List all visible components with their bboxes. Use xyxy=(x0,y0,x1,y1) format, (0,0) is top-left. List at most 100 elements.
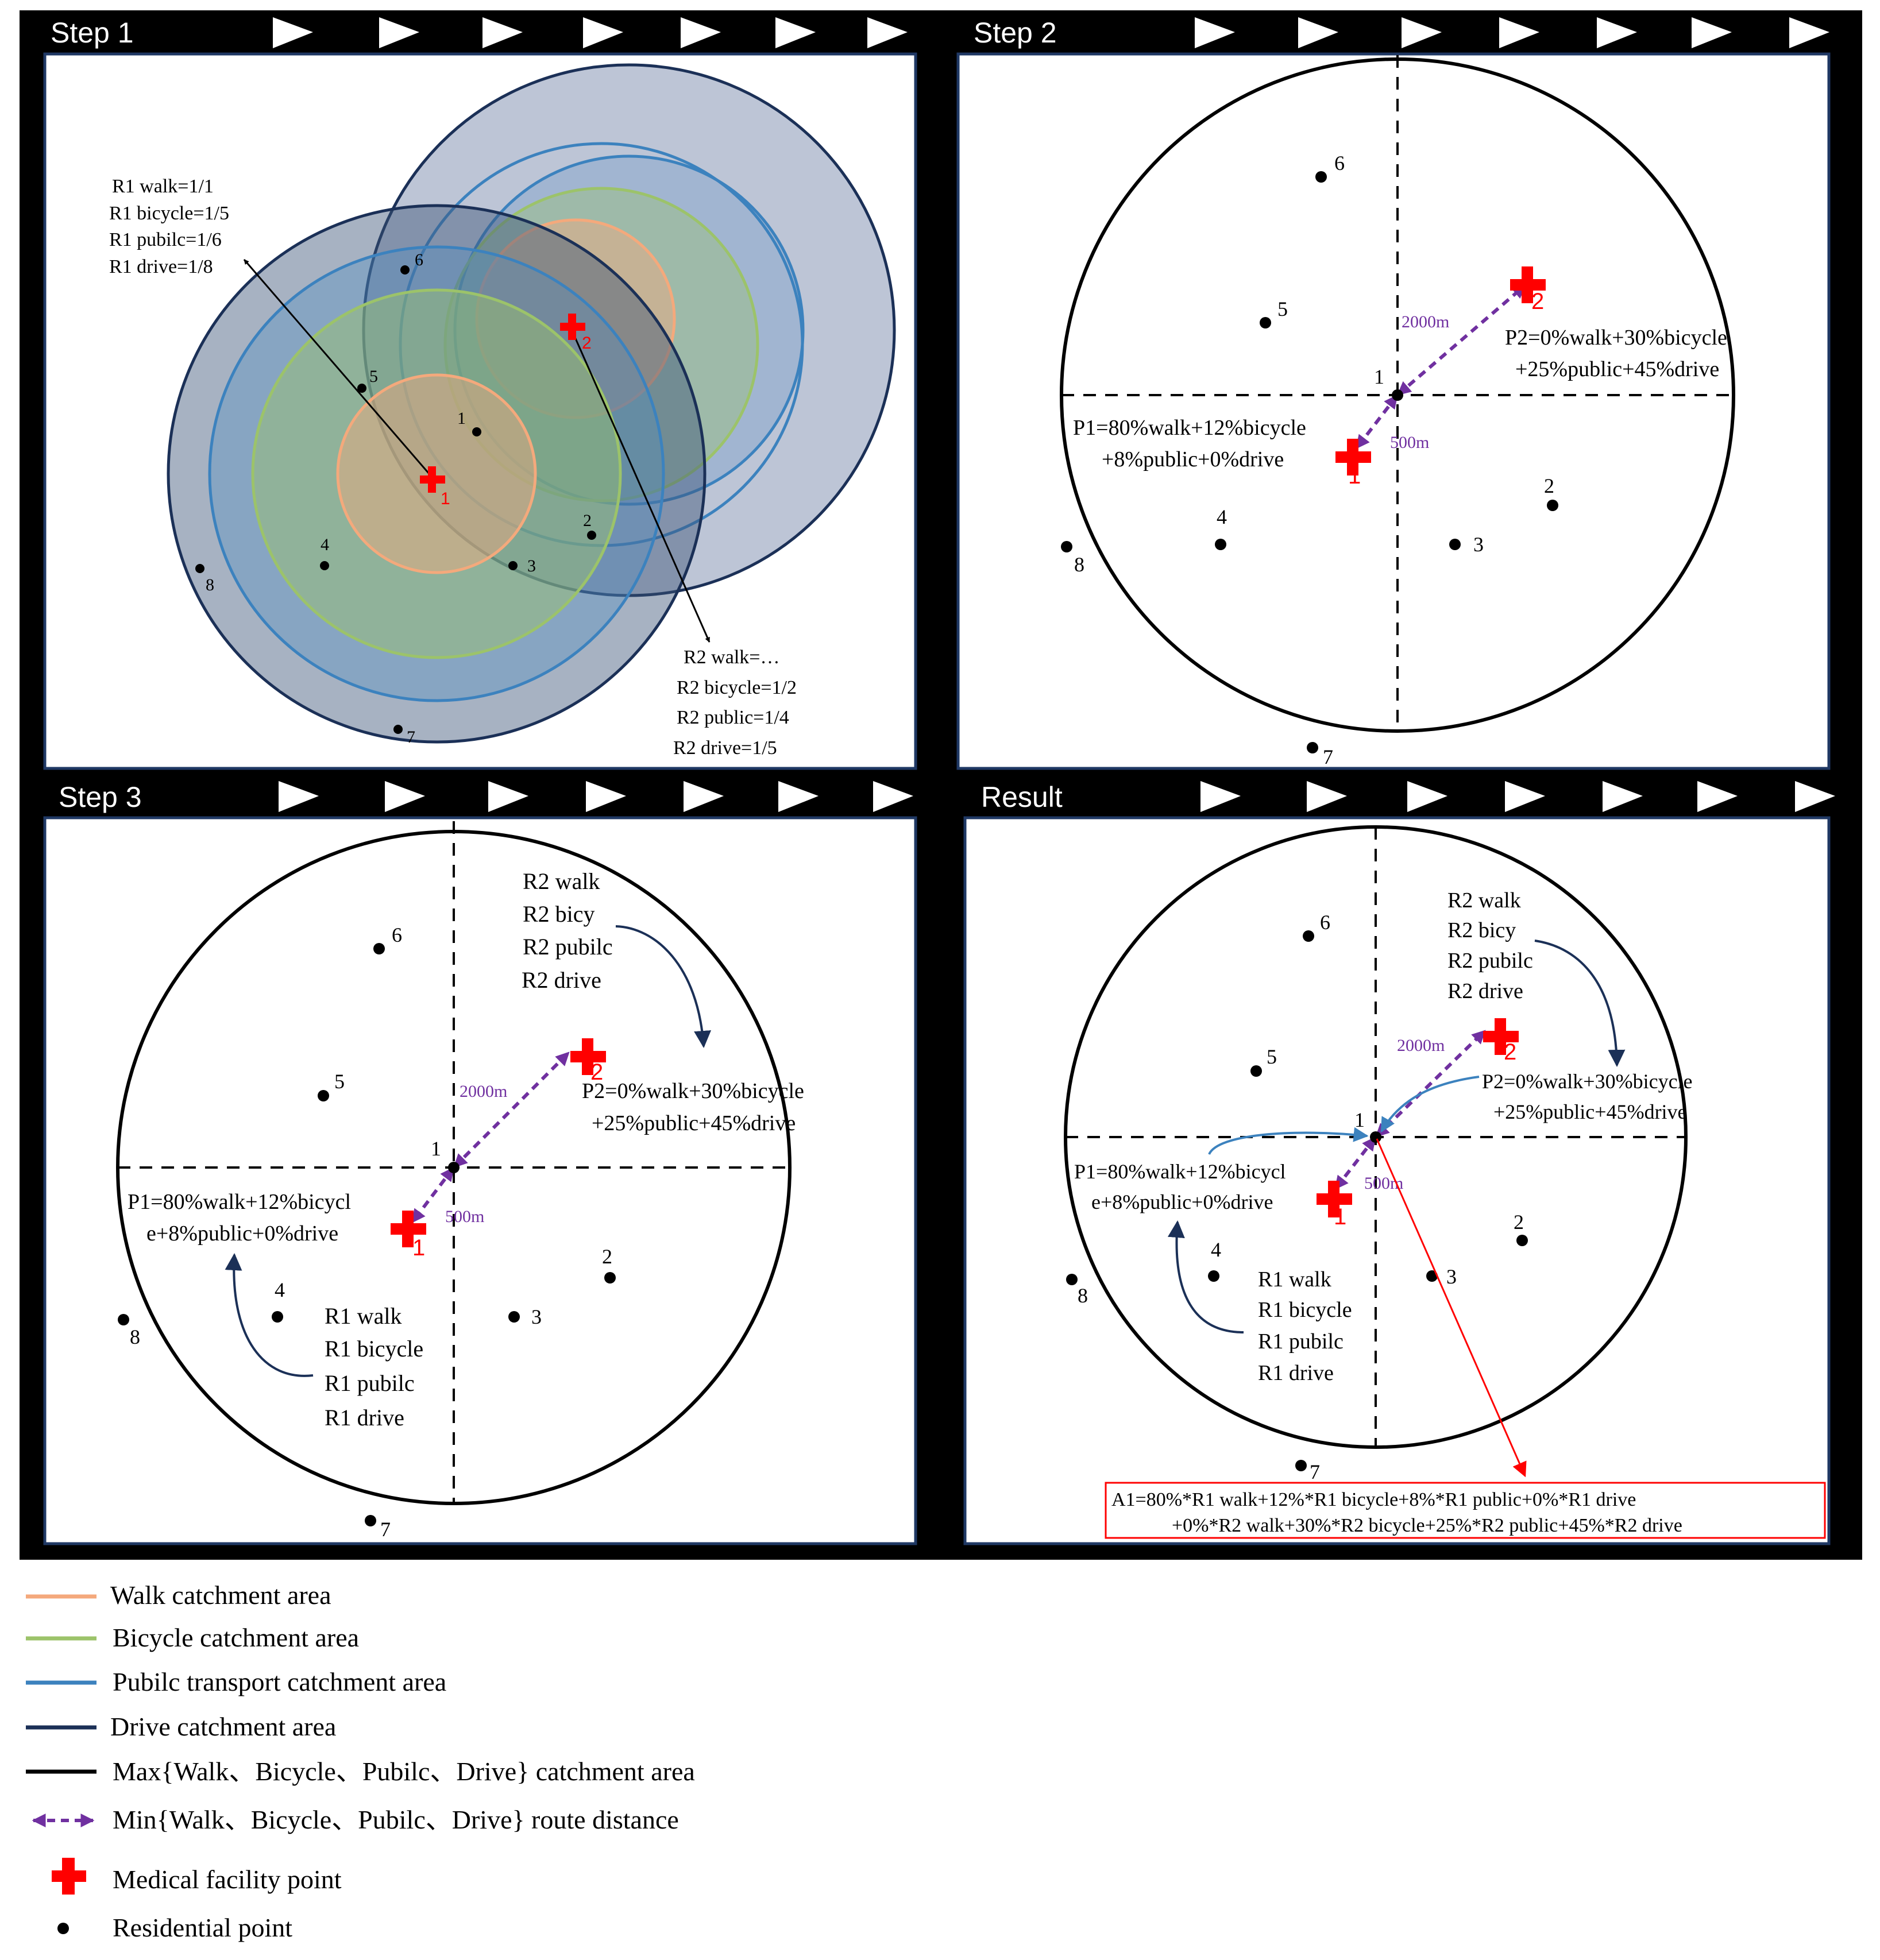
residential-point xyxy=(373,943,385,954)
point-label: 6 xyxy=(392,923,402,946)
r1-resource-ratios: R1 walk=1/1 R1 bicycle=1/5 R1 pubilc=1/6… xyxy=(109,176,229,277)
r2-item: R2 bicy xyxy=(1447,918,1516,942)
residential-point xyxy=(508,1311,520,1323)
residential-points: 1 2 3 4 5 6 7 8 xyxy=(118,923,616,1541)
legend-label: Max{Walk、Bicycle、Pubilc、Drive} catchment… xyxy=(113,1757,695,1786)
point-label: 5 xyxy=(334,1070,345,1093)
play-arrow-icon xyxy=(1597,17,1637,48)
p2-proportion: P2=0%walk+30%bicycle +25%public+45%drive xyxy=(1505,326,1727,381)
residential-point xyxy=(1392,389,1403,401)
residential-points: 1 2 3 4 5 6 7 8 xyxy=(1061,152,1558,768)
r2-drive-ratio: R2 drive=1/5 xyxy=(673,737,777,759)
play-arrow-icon xyxy=(385,781,425,812)
point-label: 4 xyxy=(1211,1238,1221,1261)
banner-arrows xyxy=(279,781,913,812)
r1-public-ratio: R1 pubilc=1/6 xyxy=(109,229,222,250)
play-arrow-icon xyxy=(1505,781,1545,812)
medical-cross-icon xyxy=(1317,1181,1352,1217)
point-label: 7 xyxy=(1323,745,1333,768)
p1-to-point1-arrow xyxy=(1208,1127,1369,1155)
residential-point xyxy=(400,265,410,275)
distance-label-far: 2000m xyxy=(1397,1036,1445,1055)
play-arrow-icon xyxy=(379,17,419,48)
residential-point xyxy=(587,531,596,540)
route-distance-arrow xyxy=(1334,1136,1377,1190)
medical-cross-icon xyxy=(570,1038,606,1075)
distance-label-far: 2000m xyxy=(460,1082,507,1101)
p1-line: e+8%public+0%drive xyxy=(1091,1190,1273,1213)
play-arrow-icon xyxy=(681,17,721,48)
point-label: 5 xyxy=(369,367,378,386)
residential-point xyxy=(1303,930,1314,942)
play-arrow-icon xyxy=(583,17,623,48)
residential-point xyxy=(1315,171,1327,183)
play-arrow-icon xyxy=(1307,781,1347,812)
residential-point xyxy=(472,427,481,436)
medical-cross-icon xyxy=(1510,266,1546,303)
r1-item: R1 bicycle xyxy=(325,1336,423,1362)
r2-to-p2-arrow xyxy=(615,925,712,1048)
point-label: 4 xyxy=(321,535,329,554)
residential-point xyxy=(1066,1274,1078,1285)
r2-item: R2 bicy xyxy=(523,901,595,927)
residential-point xyxy=(195,564,204,573)
r1-item: R1 pubilc xyxy=(1258,1329,1344,1354)
r1-resource-list: R1 walk R1 bicycle R1 pubilc R1 drive xyxy=(325,1303,423,1431)
point-label: 8 xyxy=(206,575,214,594)
point-label: 6 xyxy=(415,250,423,269)
facility-label: 1 xyxy=(1334,1204,1346,1230)
banner-arrows xyxy=(1200,781,1835,812)
legend-label: Bicycle catchment area xyxy=(113,1623,359,1652)
residential-point xyxy=(320,561,329,570)
residential-point xyxy=(1426,1270,1438,1282)
r1-item: R1 pubilc xyxy=(325,1370,415,1396)
p1-line: e+8%public+0%drive xyxy=(146,1221,338,1246)
play-arrow-icon xyxy=(778,781,819,812)
medical-facility-1: 1 xyxy=(391,1211,426,1261)
p1-proportion: P1=80%walk+12%bicycl e+8%public+0%drive xyxy=(128,1190,351,1246)
p1-line: P1=80%walk+12%bicycl xyxy=(128,1190,351,1214)
walk-catchment-circle xyxy=(336,373,537,574)
residential-point xyxy=(365,1515,376,1526)
residential-point xyxy=(272,1311,283,1323)
play-arrow-icon xyxy=(1697,781,1738,812)
facility-label: 1 xyxy=(441,489,450,508)
r1-item: R1 walk xyxy=(1258,1267,1331,1292)
point-label: 2 xyxy=(1514,1211,1524,1234)
point-label: 7 xyxy=(1310,1460,1320,1483)
r2-item: R2 drive xyxy=(1447,979,1523,1003)
play-arrow-icon xyxy=(1407,781,1447,812)
a1-formula: A1=80%*R1 walk+12%*R1 bicycle+8%*R1 publ… xyxy=(1111,1489,1682,1536)
play-arrow-icon xyxy=(873,781,913,812)
point-label: 1 xyxy=(457,409,466,428)
medical-cross-icon xyxy=(560,314,585,340)
banner-arrows xyxy=(1195,17,1829,48)
medical-facility-2: 2 xyxy=(1483,1018,1519,1065)
facility-label: 1 xyxy=(1348,463,1361,489)
r1-to-p1-arrow xyxy=(1167,1220,1244,1333)
point-label: 8 xyxy=(1074,553,1084,576)
residential-point xyxy=(1307,742,1318,753)
play-arrow-icon xyxy=(279,781,319,812)
r1-walk-ratio: R1 walk=1/1 xyxy=(112,176,214,197)
r1-item: R1 drive xyxy=(325,1405,404,1431)
legend-label: Drive catchment area xyxy=(110,1712,336,1741)
residential-point xyxy=(1516,1235,1528,1246)
panel-frame xyxy=(963,816,1831,1545)
medical-facility-1: 1 xyxy=(420,466,450,508)
play-arrow-icon xyxy=(775,17,816,48)
residential-points: 1 2 3 4 5 6 7 8 xyxy=(1066,911,1528,1483)
point-label: 5 xyxy=(1267,1045,1277,1068)
public-catchment-circle xyxy=(399,142,804,547)
play-arrow-icon xyxy=(1692,17,1732,48)
r2-item: R2 walk xyxy=(1447,888,1521,913)
point-label: 3 xyxy=(527,556,536,575)
point-label: 4 xyxy=(1217,505,1227,528)
point-label: 8 xyxy=(1078,1284,1088,1307)
route-distance-arrow xyxy=(1375,1029,1487,1138)
r2-resource-list: R2 walk R2 bicy R2 pubilc R2 drive xyxy=(522,868,613,993)
residential-point xyxy=(448,1162,460,1173)
panel-title: Step 1 xyxy=(51,17,134,49)
play-arrow-icon xyxy=(1402,17,1442,48)
